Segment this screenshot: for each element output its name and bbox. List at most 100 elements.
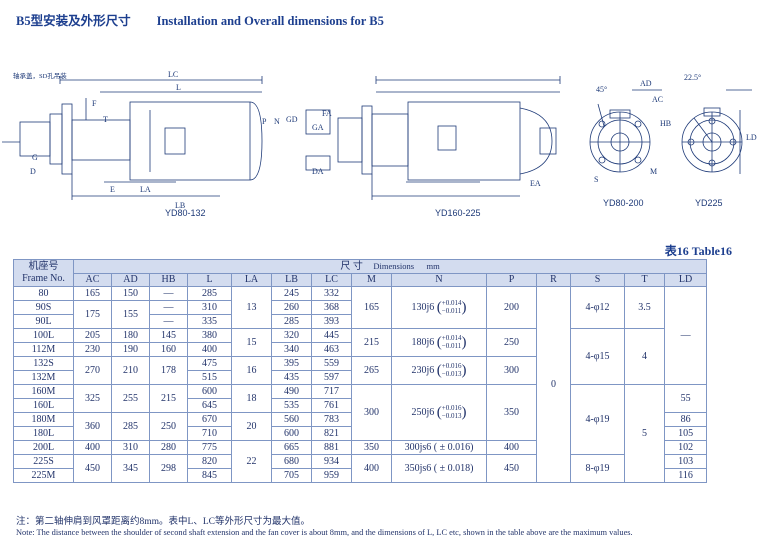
cell-lb: 260 bbox=[271, 300, 312, 315]
cell-lc: 717 bbox=[311, 384, 352, 399]
col-ld: LD bbox=[663, 273, 708, 287]
label-hb: HB bbox=[660, 119, 671, 128]
cell-ac: 400 bbox=[73, 440, 112, 455]
cell-t: 4 bbox=[624, 328, 665, 385]
cell-p: 250 bbox=[486, 328, 537, 357]
table-row: 180M 360 285 250 670 20 560 783 86 bbox=[13, 412, 708, 441]
cell-ld: 116 bbox=[663, 468, 708, 483]
col-l: L bbox=[187, 273, 232, 287]
dimensions-table: 机座号 Frame No. 尺 寸 Dimensions mm AC AD HB… bbox=[13, 259, 708, 483]
frame-cell: 160L bbox=[13, 398, 74, 413]
col-hb: HB bbox=[149, 273, 188, 287]
cell-hb: 280 bbox=[149, 440, 188, 455]
cell-l: 845 bbox=[187, 468, 232, 483]
cell-lb: 560 bbox=[271, 412, 312, 427]
cell-t: 3.5 bbox=[624, 286, 665, 329]
cell-l: 645 bbox=[187, 398, 232, 413]
label-ga: GA bbox=[312, 123, 324, 132]
n-value: 230j6 bbox=[411, 364, 435, 376]
cell-l: 515 bbox=[187, 370, 232, 385]
cell-t: 5 bbox=[624, 384, 665, 483]
cell-ld: 103 bbox=[663, 454, 708, 469]
cell-lb: 490 bbox=[271, 384, 312, 399]
cell-lb: 665 bbox=[271, 440, 312, 455]
n-tol: ( ± 0.016) bbox=[433, 441, 474, 453]
cell-p: 200 bbox=[486, 286, 537, 329]
cell-m: 265 bbox=[351, 356, 392, 385]
cell-ad: 310 bbox=[111, 440, 150, 455]
cell-ad: 180 bbox=[111, 328, 150, 343]
table-row: 200L 400 310 280 775 22 665 881 350 300j… bbox=[13, 440, 708, 483]
table-row: 225M 845 705 959 116 bbox=[13, 468, 708, 483]
label-lc: LC bbox=[168, 70, 178, 79]
cell-ac: 450 bbox=[73, 454, 112, 483]
table-row: 180L 710 600 821 105 bbox=[13, 426, 708, 441]
label-t: T bbox=[103, 115, 108, 124]
cell-n: 230j6 (+0.016−0.013) bbox=[391, 356, 487, 385]
note-en: Note: The distance between the shoulder … bbox=[16, 528, 633, 537]
label-f: F bbox=[92, 99, 97, 108]
cell-ac: 270 bbox=[73, 356, 112, 385]
table-row: 90L — 335 285 393 bbox=[13, 314, 707, 329]
cell-n: 250j6 (+0.016−0.013) bbox=[391, 384, 487, 441]
frame-cell: 80 bbox=[13, 286, 74, 301]
col-lc: LC bbox=[311, 273, 352, 287]
n-value: 300js6 bbox=[404, 441, 432, 453]
table-row: 160M 325 255 215 600 18 490 717 300 250j… bbox=[13, 384, 708, 483]
n-value: 350js6 bbox=[404, 462, 432, 474]
cell-la: 15 bbox=[231, 328, 272, 357]
label-ld: LD bbox=[746, 133, 757, 142]
cell-l: 285 bbox=[187, 286, 232, 301]
n-tol: ( ± 0.018) bbox=[433, 462, 474, 474]
cell-lc: 332 bbox=[311, 286, 352, 301]
cell-la: 13 bbox=[231, 286, 272, 329]
cell-ad: 190 bbox=[111, 342, 150, 357]
cell-lb: 320 bbox=[271, 328, 312, 343]
col-m: M bbox=[351, 273, 392, 287]
cell-ac: 175 bbox=[73, 300, 112, 329]
dimensions-unit: mm bbox=[426, 261, 440, 271]
cell-ac: 360 bbox=[73, 412, 112, 441]
label-fa: FA bbox=[322, 109, 332, 118]
cell-ac: 205 bbox=[73, 328, 112, 343]
cell-l: 475 bbox=[187, 356, 232, 371]
label-p: P bbox=[262, 117, 267, 126]
cell-n: 350js6 ( ± 0.018) bbox=[391, 454, 487, 483]
cell-ad: 150 bbox=[111, 286, 150, 301]
cell-m: 300 bbox=[351, 384, 392, 441]
cell-hb: 298 bbox=[149, 454, 188, 483]
cell-hb: 215 bbox=[149, 384, 188, 413]
cell-p: 300 bbox=[486, 356, 537, 385]
col-t: T bbox=[624, 273, 665, 287]
label-22-5: 22.5° bbox=[684, 73, 701, 82]
label-ac: AC bbox=[652, 95, 663, 104]
n-tol-down: −0.011 bbox=[441, 306, 462, 315]
frame-cell: 180M bbox=[13, 412, 74, 427]
n-value: 130j6 bbox=[411, 301, 435, 313]
cell-hb: 178 bbox=[149, 356, 188, 385]
caption-yd80-200: YD80-200 bbox=[603, 198, 644, 208]
col-ac: AC bbox=[73, 273, 112, 287]
label-ea: EA bbox=[530, 179, 541, 188]
label-n: N bbox=[274, 117, 280, 126]
cell-l: 670 bbox=[187, 412, 232, 427]
cell-p: 450 bbox=[486, 454, 537, 483]
label-d: D bbox=[30, 167, 36, 176]
title-cn: B5型安装及外形尺寸 bbox=[16, 14, 131, 28]
dimension-drawings: 轴承盖，SD孔吊装 LC L LA LB E T F G D DA EA GA … bbox=[0, 62, 758, 237]
cell-hb: — bbox=[149, 300, 188, 315]
table-row: 90S 175 155 — 310 260 368 bbox=[13, 300, 707, 329]
n-tol-up: +0.014 bbox=[441, 334, 462, 342]
cell-lc: 445 bbox=[311, 328, 352, 343]
cell-hb: 145 bbox=[149, 328, 188, 343]
table-caption: 表16 Table16 bbox=[664, 244, 732, 258]
frame-cell: 200L bbox=[13, 440, 74, 455]
cell-p: 350 bbox=[486, 384, 537, 441]
dimensions-header: 尺 寸 Dimensions mm bbox=[72, 259, 708, 274]
frame-cell: 225M bbox=[13, 468, 74, 483]
cell-la: 20 bbox=[231, 412, 272, 441]
dimensions-cn: 尺 寸 bbox=[340, 261, 363, 272]
cell-hb: 160 bbox=[149, 342, 188, 357]
cell-hb: — bbox=[149, 314, 188, 329]
cell-r: 0 bbox=[536, 286, 571, 483]
